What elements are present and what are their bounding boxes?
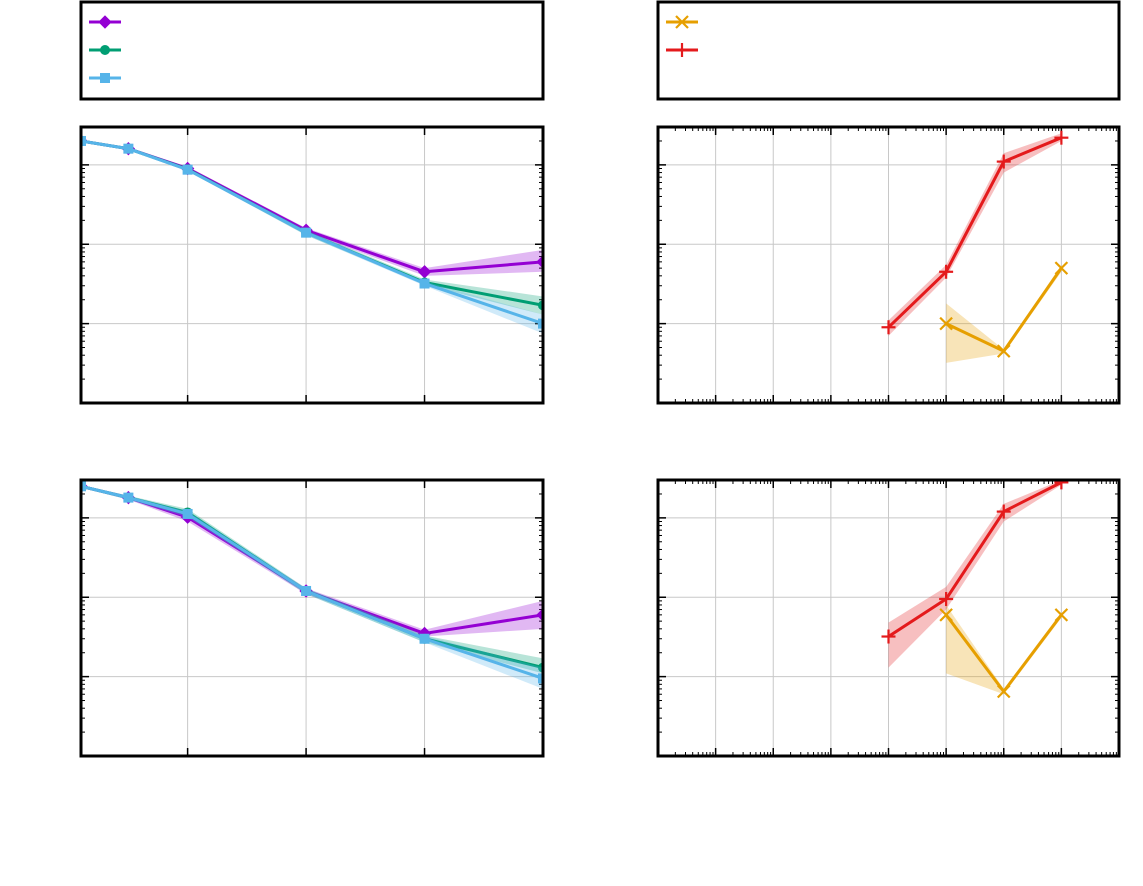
plot-frame bbox=[79, 125, 545, 405]
series-layer bbox=[81, 480, 543, 689]
series-layer bbox=[81, 134, 543, 334]
legend-marker-plus bbox=[675, 43, 689, 57]
series-2 bbox=[81, 135, 543, 334]
series-layer bbox=[881, 480, 1069, 699]
data-point bbox=[881, 320, 896, 335]
plot-frame bbox=[79, 478, 545, 758]
legend-marker-square bbox=[100, 73, 110, 83]
confidence-band bbox=[888, 480, 1062, 668]
data-point bbox=[123, 143, 134, 154]
data-point bbox=[939, 316, 953, 331]
legend-marker-circle bbox=[100, 45, 110, 55]
data-point bbox=[881, 629, 896, 644]
legend-frame bbox=[656, 0, 1121, 101]
legend-right bbox=[656, 0, 1121, 101]
data-point bbox=[939, 592, 954, 607]
series-1 bbox=[939, 261, 1069, 363]
data-point bbox=[81, 135, 86, 146]
data-point bbox=[182, 164, 193, 175]
series-1 bbox=[939, 604, 1069, 699]
data-point bbox=[123, 492, 134, 503]
legend-entry-A bbox=[89, 15, 121, 29]
series-0 bbox=[881, 480, 1069, 668]
data-point bbox=[301, 585, 312, 596]
plot-frame bbox=[656, 478, 1121, 758]
series-line bbox=[887, 481, 1063, 638]
legend-left bbox=[79, 0, 545, 101]
series-0 bbox=[881, 130, 1069, 336]
data-point bbox=[996, 154, 1011, 169]
plot-bottom-right bbox=[656, 478, 1121, 758]
data-point bbox=[81, 481, 86, 492]
data-point bbox=[538, 673, 543, 684]
series-2 bbox=[81, 481, 543, 689]
data-point bbox=[996, 684, 1011, 699]
data-point bbox=[301, 227, 312, 238]
plot-frame bbox=[656, 125, 1121, 405]
data-point bbox=[1054, 608, 1069, 622]
plot-bottom-left bbox=[79, 478, 545, 758]
legend-frame bbox=[79, 0, 545, 101]
data-point bbox=[419, 633, 430, 644]
series-line bbox=[81, 139, 543, 326]
plot-area bbox=[81, 127, 543, 403]
data-point bbox=[939, 608, 953, 622]
legend-marker-x bbox=[675, 15, 689, 29]
data-point bbox=[1054, 130, 1069, 145]
legend-entry-B bbox=[89, 45, 121, 55]
legend-entry-E bbox=[666, 43, 698, 57]
data-point bbox=[419, 278, 430, 289]
data-point bbox=[538, 318, 543, 329]
series-line bbox=[81, 484, 543, 680]
series-layer bbox=[881, 130, 1069, 363]
data-point bbox=[1054, 261, 1069, 275]
legend-entry-C bbox=[89, 73, 121, 83]
data-point bbox=[1054, 480, 1069, 490]
data-point bbox=[939, 264, 954, 279]
plot-top-left bbox=[79, 125, 545, 405]
plot-top-right bbox=[656, 125, 1121, 405]
data-point bbox=[182, 508, 193, 519]
legend-entry-D bbox=[666, 15, 698, 29]
data-point bbox=[996, 344, 1011, 358]
plot-area bbox=[81, 480, 543, 756]
confidence-band bbox=[946, 604, 1062, 695]
confidence-band bbox=[81, 484, 543, 674]
data-point bbox=[996, 504, 1011, 519]
series-line bbox=[887, 136, 1062, 329]
legend-marker-diamond bbox=[98, 15, 112, 29]
